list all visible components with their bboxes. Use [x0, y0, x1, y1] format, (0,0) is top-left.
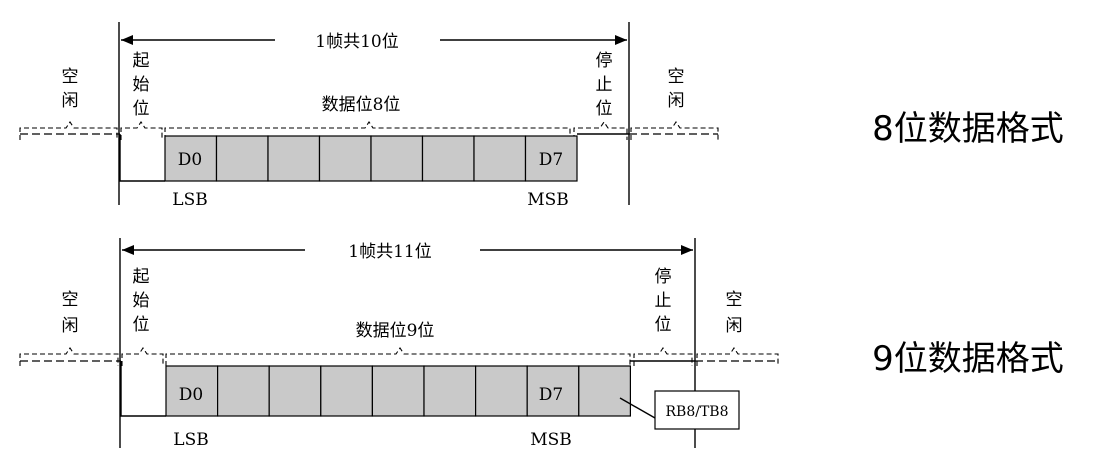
stop-bit-label-1: 停 — [655, 267, 672, 287]
cell-d0-label: D0 — [178, 150, 202, 170]
data-bit-cell — [423, 365, 477, 417]
data-bit-cell — [370, 135, 424, 182]
format-8bit: 1帧共10位 空 闲 起 始 位 数据位8位 停 止 位 空 闲 D0 D7 L… — [19, 22, 1064, 210]
data-bit-cell — [217, 365, 270, 417]
msb-label: MSB — [527, 190, 569, 210]
stop-bit-bracket — [573, 121, 628, 140]
start-bit-bracket — [121, 347, 164, 366]
idle-right-bracket — [630, 121, 719, 140]
data-bit-cell — [320, 365, 373, 417]
callout-leader — [619, 397, 656, 419]
frame-length-label: 1帧共10位 — [315, 32, 398, 52]
lsb-label: LSB — [172, 190, 207, 210]
start-bit-label-1: 起 — [133, 267, 150, 287]
msb-label: MSB — [530, 430, 572, 450]
data-bit-cell — [165, 365, 219, 417]
start-bit-low — [119, 134, 165, 182]
cell-d0-label: D0 — [179, 385, 203, 405]
arrowhead-right — [681, 245, 693, 255]
arrowhead-right — [615, 35, 627, 45]
stop-bit-label-3: 位 — [596, 99, 613, 119]
idle-left-bracket — [19, 121, 118, 140]
start-bit-label-3: 位 — [133, 99, 150, 119]
cell-d7-label: D7 — [539, 150, 563, 170]
data-bit-cell — [267, 135, 321, 182]
data-cells — [165, 365, 631, 417]
stop-bit-label-2: 止 — [596, 75, 613, 95]
arrowhead-left — [122, 245, 134, 255]
data-bit-cell — [475, 365, 528, 417]
arrowhead-left — [121, 35, 133, 45]
stop-bit-bracket — [633, 347, 693, 366]
data-bit-cell — [524, 135, 578, 182]
idle-right-label-1: 空 — [668, 67, 685, 87]
start-bit-label-2: 始 — [133, 291, 150, 311]
data-bit-cell — [421, 135, 475, 182]
idle-right-bracket — [696, 347, 779, 366]
data-bit-cell — [578, 365, 631, 417]
cell-d7-label: D7 — [539, 385, 563, 405]
idle-right-label-2: 闲 — [726, 316, 743, 336]
idle-left-label-2: 闲 — [62, 91, 79, 111]
data-cells — [164, 135, 578, 182]
idle-left-label-1: 空 — [62, 290, 79, 310]
data-bit-cell — [473, 135, 527, 182]
idle-left-label-2: 闲 — [62, 316, 79, 336]
idle-left-bracket — [19, 347, 119, 366]
stop-bit-label-3: 位 — [655, 315, 672, 335]
data-bits-label: 数据位9位 — [356, 321, 435, 341]
start-bit-low — [120, 361, 166, 417]
format-title: 9位数据格式 — [872, 339, 1064, 379]
data-bit-cell — [268, 365, 322, 417]
data-bits-bracket — [165, 347, 631, 366]
stop-bit-label-1: 停 — [596, 51, 613, 71]
stop-bit-label-2: 止 — [655, 291, 672, 311]
data-bit-cell — [318, 135, 372, 182]
format-9bit: 1帧共11位 空 闲 起 始 位 数据位9位 停 止 位 空 闲 D0 D7 L… — [19, 238, 1064, 450]
lsb-label: LSB — [173, 430, 208, 450]
format-title: 8位数据格式 — [872, 109, 1064, 149]
start-bit-label-2: 始 — [133, 75, 150, 95]
idle-left-label-1: 空 — [62, 67, 79, 87]
data-bits-label: 数据位8位 — [322, 95, 401, 115]
start-bit-label-3: 位 — [133, 315, 150, 335]
start-bit-bracket — [120, 121, 163, 140]
data-bit-cell — [371, 365, 425, 417]
ninth-bit-callout-box — [654, 390, 740, 430]
ninth-bit-callout-label: RB8/TB8 — [666, 404, 729, 420]
frame-length-label: 1帧共11位 — [348, 242, 431, 262]
idle-right-label-1: 空 — [726, 290, 743, 310]
data-bit-cell — [164, 135, 218, 182]
idle-right-label-2: 闲 — [668, 91, 685, 111]
data-bits-bracket — [164, 121, 571, 140]
start-bit-label-1: 起 — [133, 51, 150, 71]
data-bit-cell — [215, 135, 269, 182]
